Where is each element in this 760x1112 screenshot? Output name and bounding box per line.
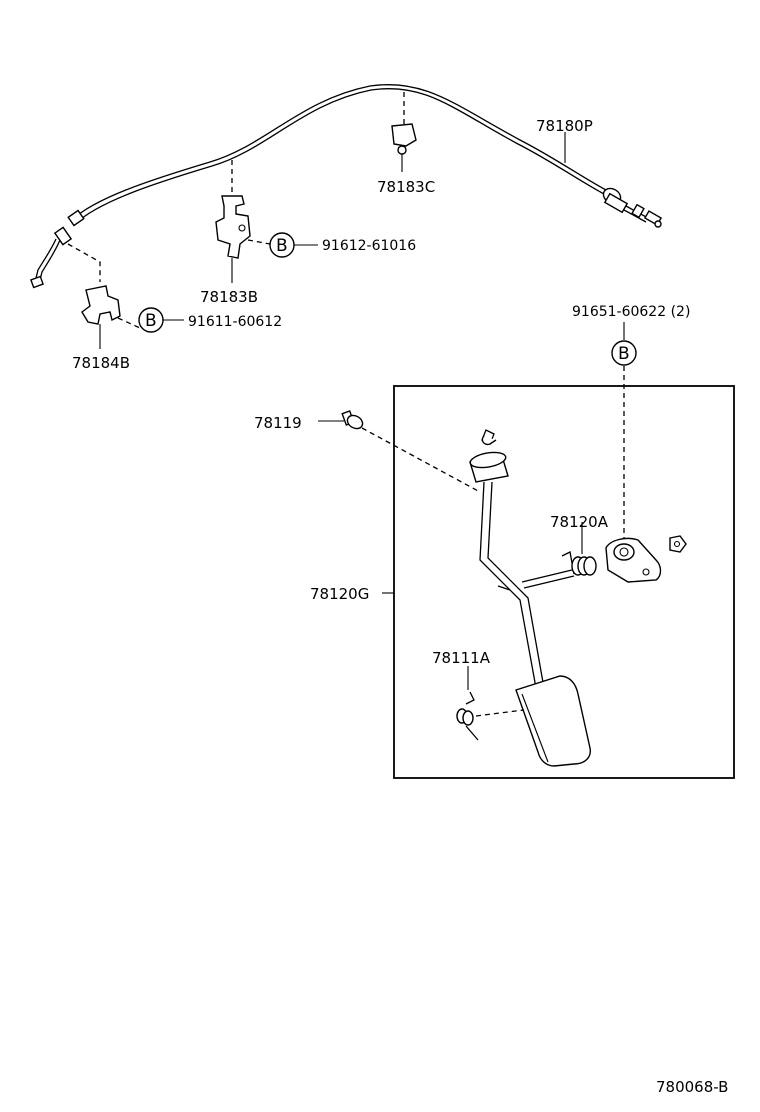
label-78184B: 78184B — [72, 354, 130, 372]
bolt-letter: B — [276, 236, 288, 256]
label-78119: 78119 — [254, 414, 302, 432]
bolt-part-number: 91611-60612 — [188, 314, 282, 330]
label-78120G: 78120G — [310, 585, 369, 603]
bolt-callout-91651: 91651-60622 (2) B — [572, 304, 690, 366]
accelerator-cable — [30, 83, 663, 289]
figure-code: 780068-B — [656, 1078, 728, 1096]
spring-78120A — [561, 522, 597, 576]
bolt-letter: B — [145, 311, 157, 331]
bolt-letter: B — [618, 344, 630, 364]
spring-78111A — [456, 666, 525, 741]
bolt-circle-icon — [611, 340, 637, 366]
clamp-78183C — [391, 92, 417, 172]
label-78120A: 78120A — [550, 513, 609, 531]
bolt-part-number: 91651-60622 (2) — [572, 304, 690, 320]
bracket-78183B — [215, 160, 271, 283]
label-78180P: 78180P — [536, 117, 593, 135]
bolt-part-number: 91612-61016 — [322, 238, 416, 254]
bolt-callout-91611: B 91611-60612 — [138, 307, 282, 333]
label-78183C: 78183C — [377, 178, 435, 196]
bracket-78184B — [67, 243, 141, 349]
pedal-lever-78120G — [469, 429, 591, 767]
label-78111A: 78111A — [432, 649, 491, 667]
pedal-bracket — [605, 535, 687, 583]
stopper-78119 — [318, 410, 481, 493]
pedal-assembly-box — [382, 385, 735, 779]
bolt-callout-91612: B 91612-61016 — [269, 232, 416, 258]
label-78183B: 78183B — [200, 288, 258, 306]
